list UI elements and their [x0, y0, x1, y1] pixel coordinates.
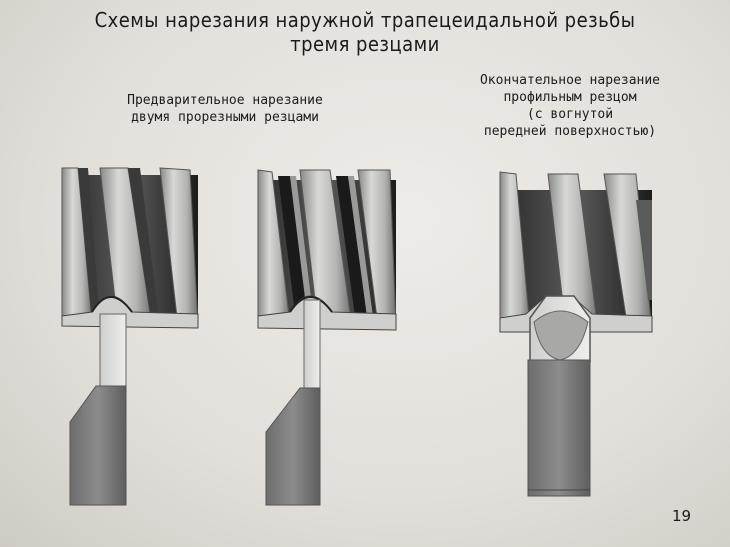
slide-title-line-1: Схемы нарезания наружной трапецеидальной…: [94, 8, 636, 32]
slide-title: Схемы нарезания наружной трапецеидальной…: [0, 8, 730, 56]
slotting-tool-2: [265, 299, 321, 506]
caption-final-line-1: Окончательное нарезание: [479, 73, 660, 88]
slide-title-line-2: тремя резцами: [290, 32, 440, 56]
caption-preliminary-line-1: Предварительное нарезание: [127, 93, 323, 108]
caption-preliminary-line-2: двумя прорезными резцами: [131, 110, 319, 125]
slotting-tool-1: [69, 313, 127, 506]
caption-preliminary-cutting: Предварительное нарезание двумя прорезны…: [100, 92, 350, 126]
workpiece-1: [61, 167, 199, 329]
profile-tool: [527, 295, 591, 497]
caption-final-cutting: Окончательное нарезание профильным резцо…: [440, 72, 700, 140]
workpiece-3: [499, 171, 653, 333]
caption-final-line-3: (с вогнутой: [526, 107, 614, 122]
workpiece-2: [257, 169, 397, 331]
caption-final-line-4: передней поверхностью): [483, 124, 657, 139]
page-number: 19: [672, 507, 692, 525]
caption-final-line-2: профильным резцом: [503, 90, 637, 105]
